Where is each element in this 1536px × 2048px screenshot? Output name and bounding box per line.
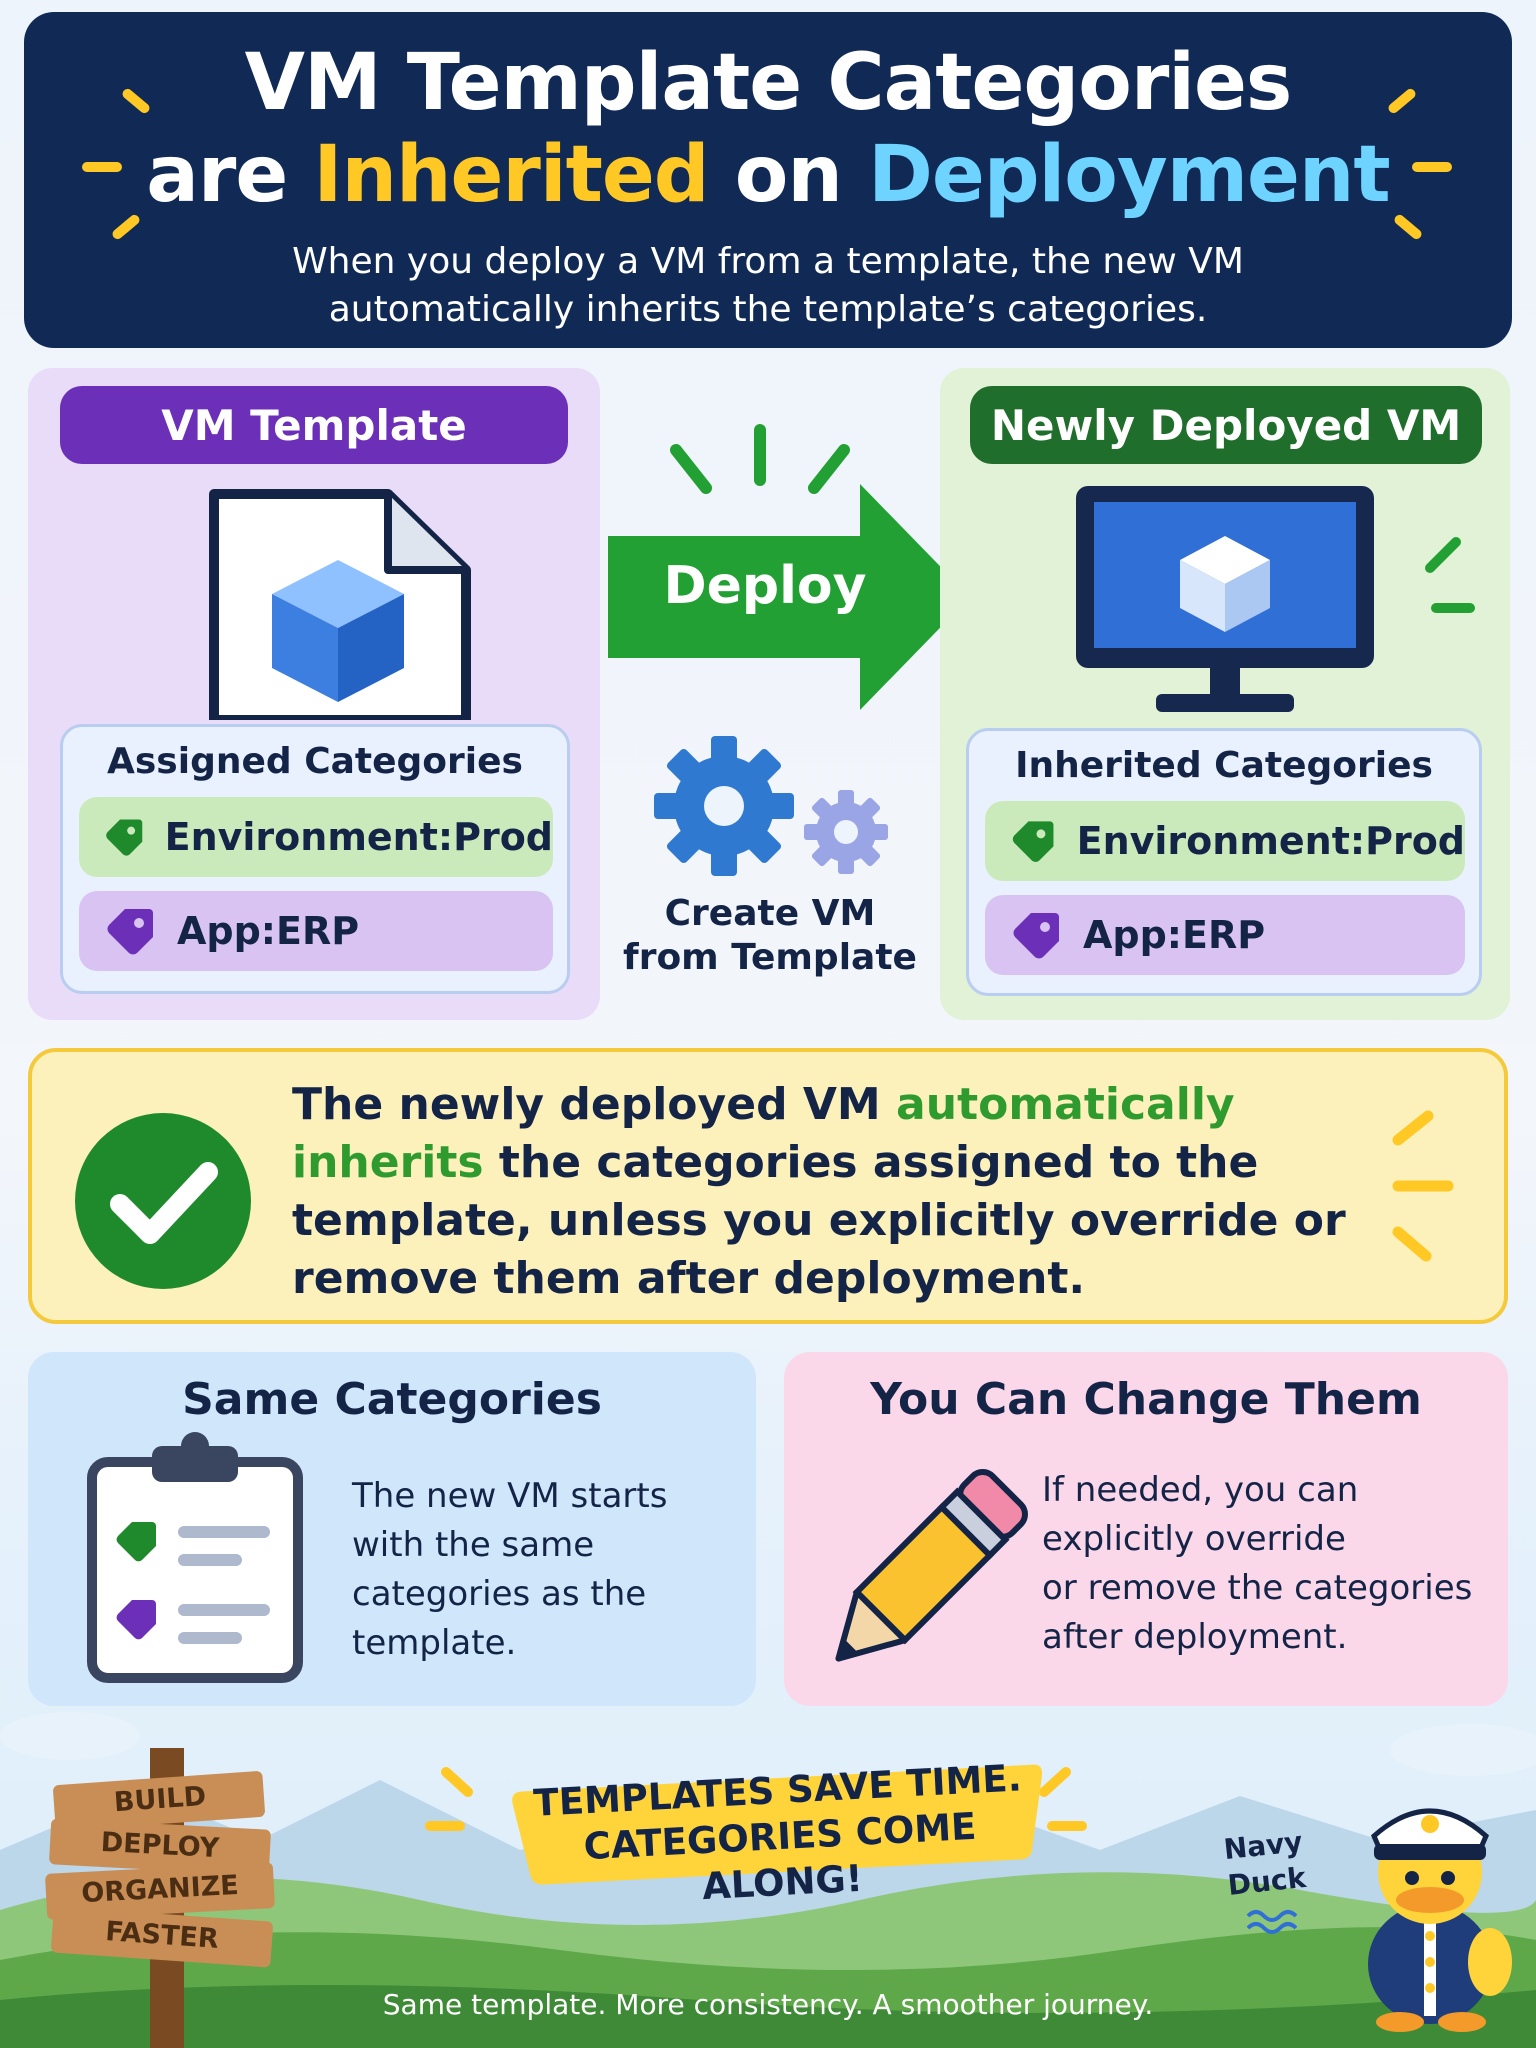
green-tag-icon bbox=[1012, 821, 1054, 863]
same-categories-text: The new VM starts with the same categori… bbox=[352, 1476, 668, 1663]
same-categories-title: Same Categories bbox=[182, 1374, 602, 1425]
assigned-categories-box: Assigned Categories Environment:Prod App… bbox=[60, 724, 570, 994]
green-tag-icon bbox=[106, 819, 143, 856]
category-tag-app: App:ERP bbox=[79, 891, 553, 971]
vm-template-title: VM Template bbox=[60, 386, 568, 464]
change-categories-title: You Can Change Them bbox=[870, 1374, 1422, 1425]
gears-icon bbox=[654, 736, 888, 876]
landscape-background bbox=[0, 1712, 1536, 2048]
automatically-inherits-highlight: automatically inherits bbox=[292, 1079, 1235, 1188]
category-tag-environment: Environment:Prod bbox=[985, 801, 1465, 881]
purple-tag-icon bbox=[107, 909, 153, 955]
purple-tag-icon bbox=[1013, 913, 1059, 959]
clipboard-icon bbox=[87, 1432, 303, 1683]
deploy-arrow-icon bbox=[608, 484, 970, 710]
page-title-line1: VM Template Categories bbox=[244, 38, 1293, 128]
deployed-vm-panel: Newly Deployed VM Inherited Categories E… bbox=[940, 368, 1510, 1020]
footer-tagline: Same template. More consistency. A smoot… bbox=[382, 1988, 1154, 2021]
category-tag-app: App:ERP bbox=[985, 895, 1465, 975]
tagline-badge bbox=[512, 1764, 1043, 1885]
check-circle-icon bbox=[75, 1113, 251, 1289]
vm-template-panel: VM Template Assigned Categories Environm… bbox=[28, 368, 600, 1020]
header-banner: VM Template Categories are Inherited on … bbox=[24, 12, 1512, 348]
inheritance-note-text: The newly deployed VM automatically inhe… bbox=[292, 1079, 1346, 1304]
inheritance-note-banner bbox=[28, 1048, 1508, 1324]
category-tag-environment: Environment:Prod bbox=[79, 797, 553, 877]
create-vm-label: Create VM from Template bbox=[623, 893, 917, 978]
navy-duck-label: Navy Duck bbox=[1222, 1825, 1308, 1902]
pencil-icon bbox=[835, 1469, 1028, 1662]
inherited-categories-box: Inherited Categories Environment:Prod Ap… bbox=[966, 728, 1482, 996]
template-document-icon bbox=[209, 489, 471, 720]
monitor-sparkle-icon bbox=[1425, 537, 1475, 613]
monitor-icon bbox=[1076, 486, 1374, 712]
change-categories-card: You Can Change Them If needed, you can e… bbox=[784, 1352, 1508, 1706]
inherited-categories-heading: Inherited Categories bbox=[1015, 745, 1433, 786]
change-categories-text: If needed, you can explicitly override o… bbox=[1042, 1470, 1473, 1657]
tagline-sparkle-icon bbox=[425, 1767, 1087, 1831]
page-subtitle: When you deploy a VM from a template, th… bbox=[292, 241, 1244, 330]
assigned-categories-heading: Assigned Categories bbox=[107, 741, 523, 782]
title-highlight-inherited: Inherited bbox=[313, 130, 709, 220]
navy-duck-mascot-icon bbox=[1368, 1808, 1512, 2032]
deploy-sparkle-icon bbox=[670, 424, 850, 494]
tagline-text: TEMPLATES SAVE TIME. CATEGORIES COME ALO… bbox=[532, 1756, 1023, 1909]
banner-sparkle-icon bbox=[1392, 1110, 1454, 1262]
deploy-label: Deploy bbox=[663, 556, 867, 616]
waves-icon bbox=[1246, 1910, 1298, 1934]
same-categories-card: Same Categories The new VM starts with t… bbox=[28, 1352, 756, 1706]
page-title-line2: are Inherited on Deployment bbox=[146, 130, 1391, 220]
title-highlight-deployment: Deployment bbox=[868, 130, 1391, 220]
wooden-signpost-icon bbox=[45, 1748, 275, 2048]
deployed-vm-title: Newly Deployed VM bbox=[970, 386, 1482, 464]
